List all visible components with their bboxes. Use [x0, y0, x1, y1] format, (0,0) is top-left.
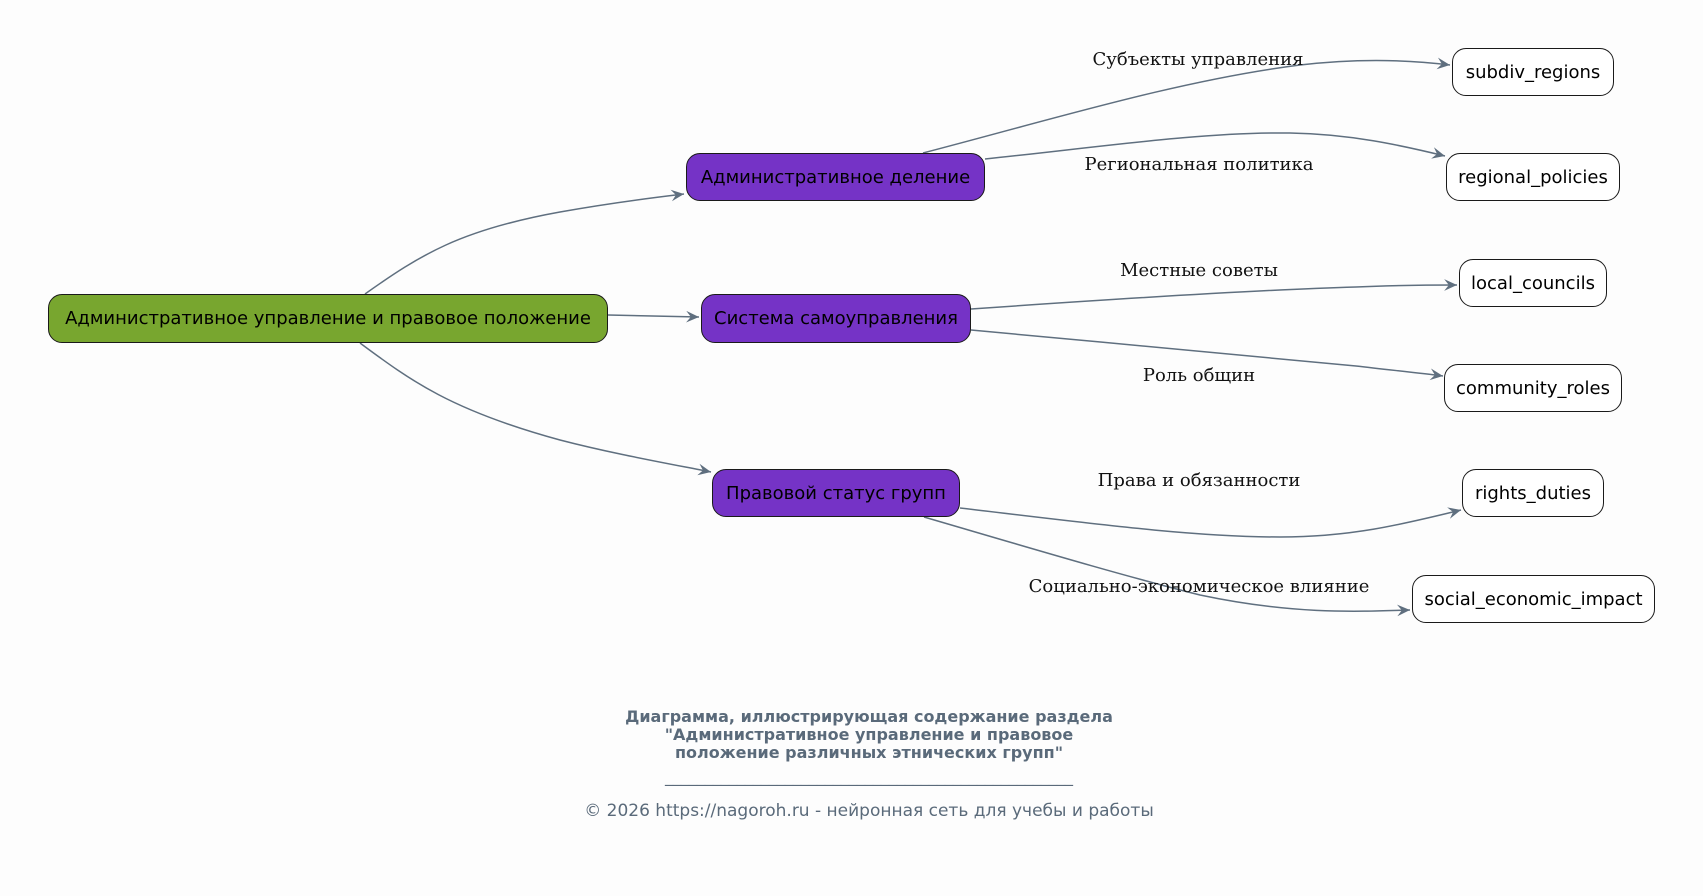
- node-self-government[interactable]: Система самоуправления: [701, 294, 971, 343]
- node-legal-status[interactable]: Правовой статус групп: [712, 469, 960, 517]
- edge-label-rights-duties: Права и обязанности: [1097, 470, 1301, 491]
- node-community-roles-label: community_roles: [1456, 377, 1610, 399]
- caption-title-line3: положение различных этнических групп": [674, 743, 1064, 762]
- node-root-label: Административное управление и правовое п…: [65, 308, 591, 329]
- edge-legal-rights-duties: [959, 507, 1462, 538]
- edge-label-community-role: Роль общин: [1142, 365, 1256, 386]
- node-admin-division-label: Административное деление: [700, 166, 971, 188]
- edge-self-community-roles: [970, 329, 1444, 381]
- node-admin-division[interactable]: Административное деление: [686, 153, 985, 201]
- node-subdiv-regions-label: subdiv_regions: [1465, 61, 1601, 83]
- node-self-government-label: Система самоуправления: [714, 308, 958, 329]
- edge-self-local-councils: [970, 279, 1458, 310]
- edge-root-self-government: [607, 310, 700, 323]
- node-root[interactable]: Административное управление и правовое п…: [48, 294, 608, 343]
- node-regional-policies[interactable]: regional_policies: [1446, 153, 1620, 201]
- edge-root-legal-status: [359, 342, 712, 476]
- edge-label-subjects: Субъекты управления: [1092, 49, 1304, 70]
- edge-admin-subdiv-regions: [922, 57, 1451, 154]
- node-subdiv-regions[interactable]: subdiv_regions: [1452, 48, 1614, 96]
- caption-title-line1: Диаграмма, иллюстрирующая содержание раз…: [625, 707, 1113, 726]
- node-legal-status-label: Правовой статус групп: [726, 482, 946, 504]
- edge-root-admin-division: [364, 189, 685, 295]
- node-regional-policies-label: regional_policies: [1458, 166, 1608, 188]
- caption-copyright: © 2026 https://nagoroh.ru - нейронная се…: [584, 801, 1154, 821]
- node-local-councils-label: local_councils: [1471, 272, 1595, 294]
- node-social-economic-impact[interactable]: social_economic_impact: [1412, 575, 1655, 623]
- node-rights-duties-label: rights_duties: [1474, 482, 1591, 504]
- node-community-roles[interactable]: community_roles: [1444, 364, 1622, 412]
- edge-legal-social-impact: [923, 516, 1411, 617]
- edge-label-local-councils: Местные советы: [1120, 260, 1278, 281]
- caption-rule: ________________________________________…: [665, 767, 1073, 786]
- edge-label-social-impact: Социально-экономическое влияние: [1028, 576, 1370, 597]
- edge-admin-regional-policies: [984, 132, 1446, 160]
- caption-title: Диаграмма, иллюстрирующая содержание раз…: [0, 708, 1703, 762]
- node-social-economic-impact-label: social_economic_impact: [1424, 588, 1643, 610]
- caption-title-line2: "Административное управление и правовое: [664, 725, 1074, 744]
- node-rights-duties[interactable]: rights_duties: [1462, 469, 1604, 517]
- edge-label-regional-policy: Региональная политика: [1084, 154, 1314, 175]
- node-local-councils[interactable]: local_councils: [1459, 259, 1607, 307]
